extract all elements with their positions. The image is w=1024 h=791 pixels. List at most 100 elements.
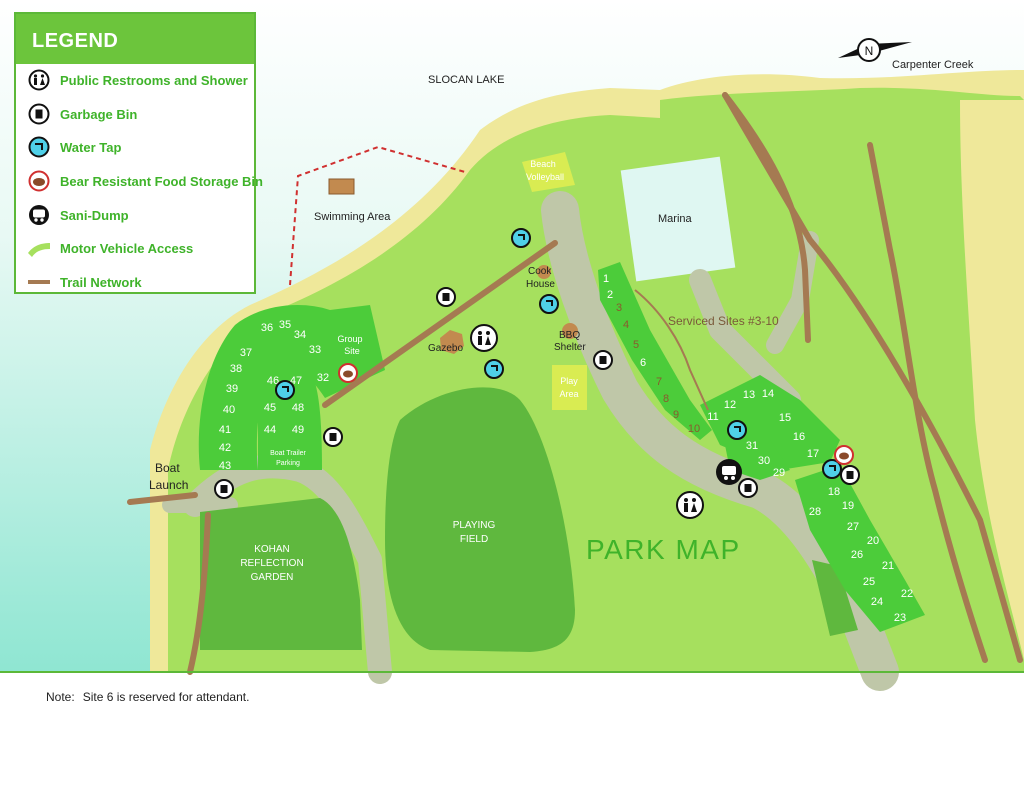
field-label-1: PLAYING — [453, 520, 496, 531]
legend-item-vehicle-access: Motor Vehicle Access — [28, 236, 193, 260]
right-shore — [960, 100, 1024, 660]
site-number: 22 — [901, 588, 913, 600]
gazebo-structure — [440, 330, 464, 354]
serviced-label: Serviced Sites #3-10 — [668, 314, 779, 328]
bear-bin-icon — [834, 445, 854, 465]
cook-house-structure — [537, 265, 551, 279]
site-number: 37 — [240, 347, 252, 359]
kohan-label-3: GARDEN — [251, 572, 294, 583]
site-number: 23 — [894, 612, 906, 624]
legend-label: Garbage Bin — [60, 106, 138, 122]
site-number: 8 — [663, 393, 669, 405]
site-number: 36 — [261, 322, 273, 334]
beach-vb-label-1: Beach — [530, 159, 556, 169]
garbage-bin-icon — [214, 479, 234, 499]
legend-label: Sani-Dump — [60, 207, 129, 223]
legend-label: Bear Resistant Food Storage Bin — [60, 173, 263, 189]
marina-label: Marina — [658, 213, 693, 225]
campsite-strip-serviced — [598, 262, 712, 440]
bbq-label-2: Shelter — [554, 342, 586, 353]
sani-dump-icon — [29, 205, 49, 225]
legend-label: Motor Vehicle Access — [60, 240, 194, 256]
water-tap-icon — [28, 136, 50, 158]
site-number: 24 — [871, 596, 883, 608]
legend-item-sani-dump: Sani-Dump — [28, 203, 129, 227]
garbage-bin-icon — [738, 478, 758, 498]
site-number: 38 — [230, 363, 242, 375]
bear-bin-icon — [338, 363, 358, 383]
site-number: 4 — [623, 319, 629, 331]
site-number: 31 — [746, 440, 758, 452]
bbq-label-1: BBQ — [559, 330, 580, 341]
play-area-court — [552, 365, 587, 410]
legend-item-trail: Trail Network — [28, 270, 142, 294]
south-grass-patch — [812, 560, 858, 636]
legend-item-water-tap: Water Tap — [28, 135, 121, 159]
legend-item-bear-bin: Bear Resistant Food Storage Bin — [28, 169, 263, 193]
site-number: 26 — [851, 549, 863, 561]
site-number: 28 — [809, 506, 821, 518]
playing-field-area — [385, 387, 575, 652]
bbq-shelter-structure — [562, 323, 578, 339]
cook-label-1: Cook — [528, 266, 552, 277]
campsite-trailer-parking — [258, 360, 322, 470]
group-label-2: Site — [344, 346, 360, 356]
carpenter-label: Carpenter Creek — [892, 59, 974, 71]
site-number: 25 — [863, 576, 875, 588]
sites-left-group: 36 35 34 33 37 38 39 40 41 42 43 32 46 4… — [219, 319, 329, 472]
site-number: 12 — [724, 399, 736, 411]
site-number: 44 — [264, 424, 276, 436]
garbage-bin-icon — [323, 427, 343, 447]
group-label-1: Group — [337, 334, 362, 344]
cook-label-2: House — [526, 279, 555, 290]
legend-title: LEGEND — [16, 14, 254, 64]
garbage-bin-icon — [593, 350, 613, 370]
north-label: N — [865, 44, 874, 58]
trail-swatch — [28, 280, 50, 284]
site-number: 33 — [309, 344, 321, 356]
water-tap-icon — [822, 459, 842, 479]
site-number: 35 — [279, 319, 291, 331]
water-tap-icon — [539, 294, 559, 314]
sani-dump-icon — [716, 459, 742, 485]
vehicle-access-swatch — [28, 243, 50, 257]
site-number: 10 — [688, 423, 700, 435]
lake-label: SLOCAN LAKE — [428, 74, 504, 86]
site-number: 40 — [223, 404, 235, 416]
note-text: Site 6 is reserved for attendant. — [82, 690, 250, 704]
site-number: 15 — [779, 412, 791, 424]
site-number: 9 — [673, 409, 679, 421]
garbage-bin-icon — [436, 287, 456, 307]
beach-vb-label-2: Volleyball — [526, 172, 564, 182]
water-tap-icon — [484, 359, 504, 379]
boat-label-2: Launch — [149, 478, 188, 492]
map-icons — [214, 228, 860, 519]
restroom-icon — [470, 324, 498, 352]
site-number: 21 — [882, 560, 894, 572]
swimming-label: Swimming Area — [314, 211, 391, 223]
water-tap-icon — [275, 380, 295, 400]
trailer-label-2: Parking — [276, 460, 300, 467]
legend-item-garbage: Garbage Bin — [28, 102, 137, 126]
site-number: 11 — [707, 411, 718, 423]
bear-bin-icon — [28, 170, 50, 192]
park-map-title: PARK MAP — [586, 534, 741, 565]
kohan-label-2: REFLECTION — [240, 558, 303, 569]
swimming-buoy-line — [289, 145, 466, 286]
site-number: 45 — [264, 402, 276, 414]
site-number: 6 — [640, 357, 646, 369]
site-number: 29 — [773, 467, 785, 479]
site-number: 27 — [847, 521, 859, 533]
site-number: 17 — [807, 448, 819, 460]
beach-volleyball-court — [522, 152, 575, 192]
site-number: 30 — [758, 455, 770, 467]
water-tap-icon — [727, 420, 747, 440]
marina-water — [620, 156, 736, 282]
water-tap-icon — [511, 228, 531, 248]
site-number: 3 — [616, 302, 622, 314]
site-number: 43 — [219, 460, 231, 472]
play-label-2: Area — [559, 389, 578, 399]
site-number: 19 — [842, 500, 854, 512]
site-number: 16 — [793, 431, 805, 443]
trailer-label-1: Boat Trailer — [270, 450, 306, 457]
